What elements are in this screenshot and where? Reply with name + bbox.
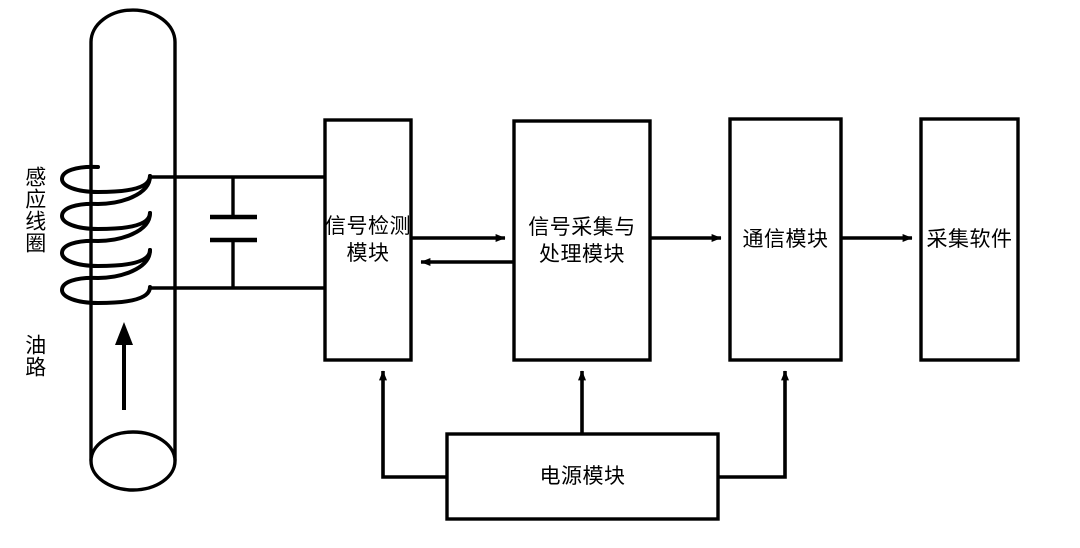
connection-power-to-communication (718, 370, 789, 479)
oil-pipe (89, 8, 177, 492)
box-power-module (445, 432, 720, 521)
box-acquisition-software (919, 117, 1020, 362)
induction-coil-icon (59, 164, 152, 306)
box-signal-acquisition-processing-module (512, 119, 652, 362)
connection-power-to-detection (379, 370, 447, 479)
capacitor-icon (210, 177, 257, 288)
oil-flow-arrow-icon (115, 322, 133, 410)
module-boxes (323, 117, 1020, 521)
coil-lead-wires (150, 175, 327, 290)
box-signal-detection-module (323, 118, 413, 362)
box-communication-module (728, 117, 843, 362)
